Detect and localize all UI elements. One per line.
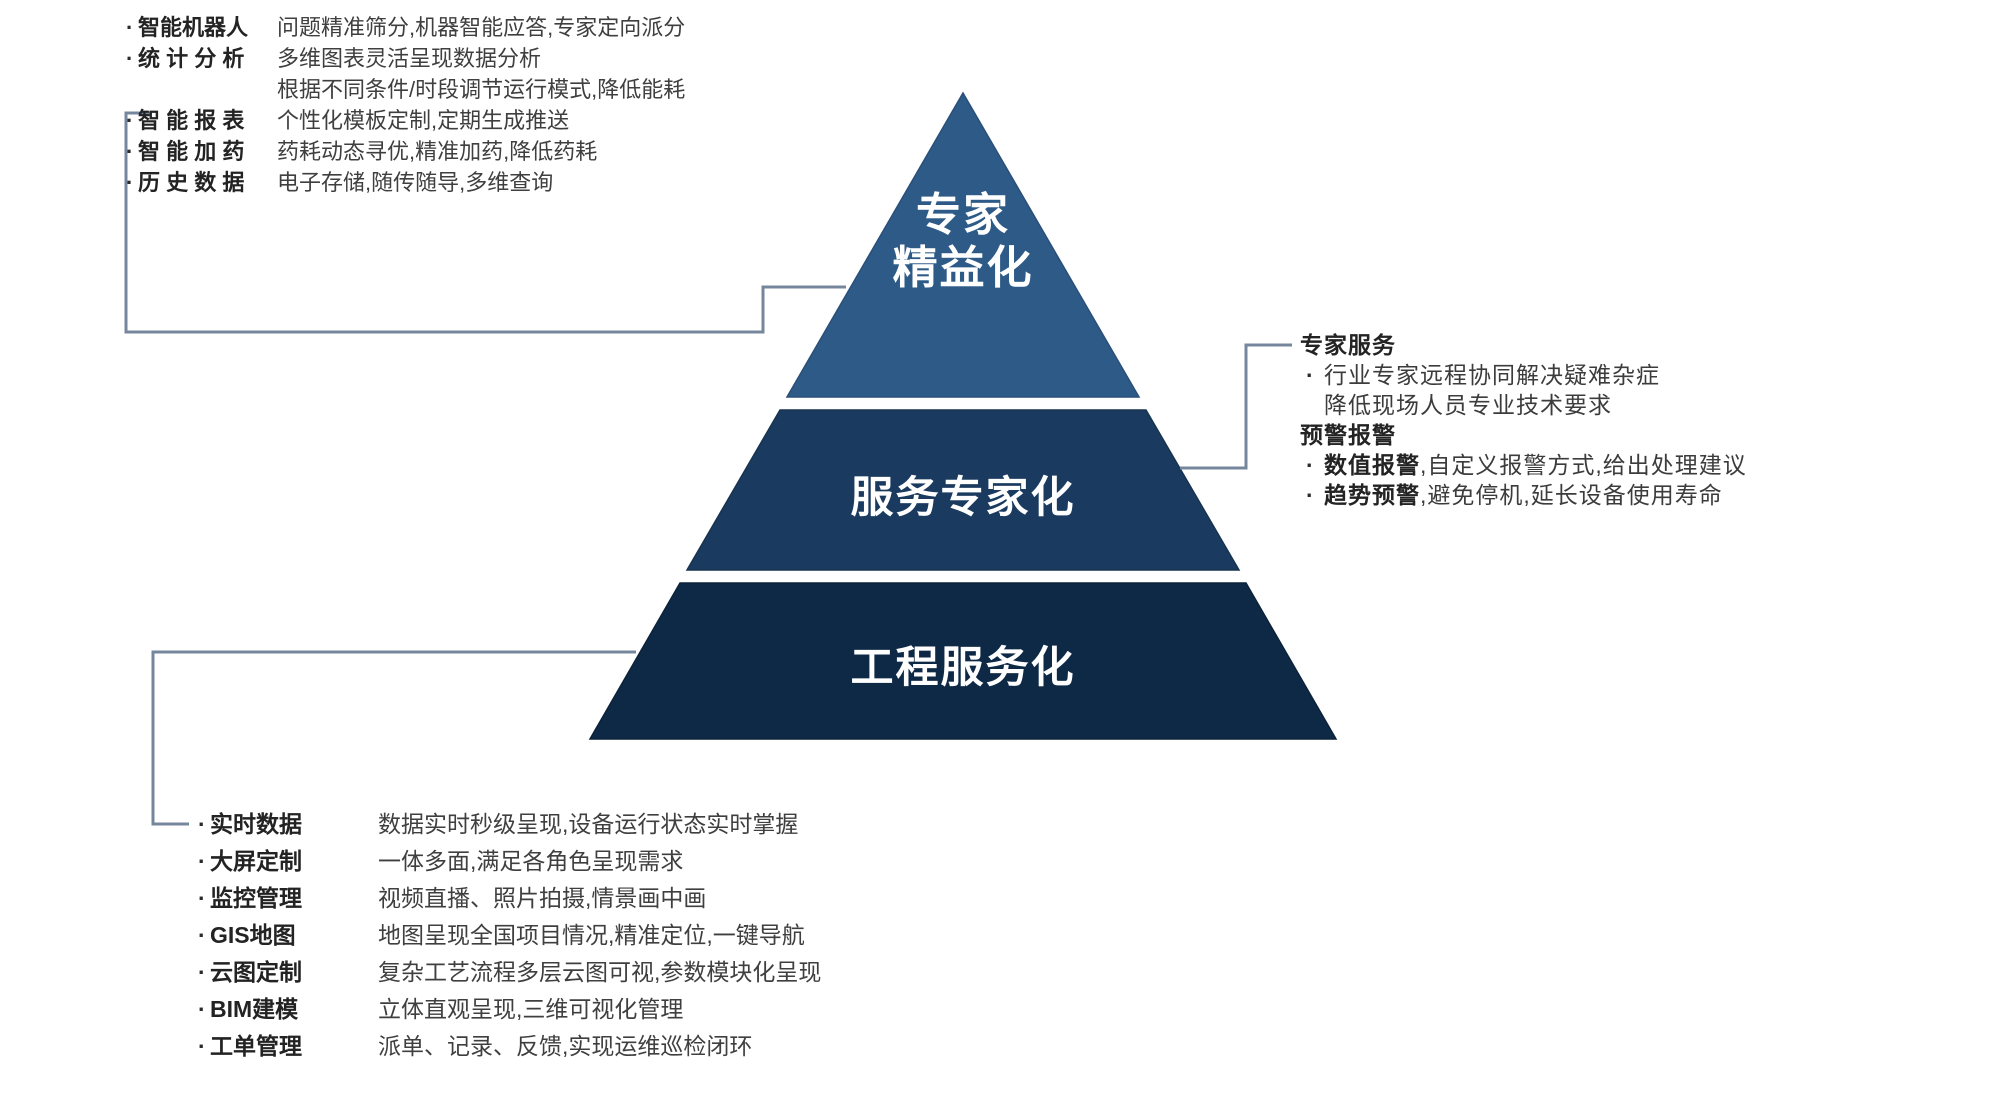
connector-top-left [124, 111, 846, 334]
list-item: · 智 能 加 药 药耗动态寻优,精准加药,降低药耗 [126, 136, 685, 167]
feature-label: 工单管理 [210, 1033, 302, 1059]
feature-label: 智能机器人 [138, 15, 249, 40]
feature-label: 实时数据 [210, 811, 302, 837]
bullet-icon: · [1306, 452, 1315, 478]
bullet-icon: · [198, 885, 206, 911]
list-item: · 历 史 数 据 电子存储,随传随导,多维查询 [126, 167, 685, 198]
bullet-icon: · [198, 959, 206, 985]
bullet-icon: · [198, 1033, 206, 1059]
feature-label: 云图定制 [210, 959, 302, 985]
bullet-icon: · [1306, 482, 1315, 508]
bullet-icon: · [198, 811, 206, 837]
feature-label: 大屏定制 [210, 848, 302, 874]
feature-desc: 根据不同条件/时段调节运行模式,降低能耗 [277, 77, 686, 102]
bottom-left-feature-list: · 实时数据 数据实时秒级呈现,设备运行状态实时掌握 · 大屏定制 一体多面,满… [198, 806, 821, 1065]
list-item: · 大屏定制 一体多面,满足各角色呈现需求 [198, 843, 821, 880]
feature-desc: 视频直播、照片拍摄,情景画中画 [378, 885, 707, 911]
pyramid-tier2-shape [685, 409, 1241, 571]
list-item: · 智能机器人 问题精准筛分,机器智能应答,专家定向派分 [126, 12, 685, 43]
bullet-icon: · [198, 848, 206, 874]
feature-label: 统 计 分 析 [138, 46, 245, 71]
feature-label: 智 能 报 表 [138, 108, 245, 133]
bullet-icon: · [126, 139, 134, 164]
pyramid-tier3-shape [588, 582, 1338, 740]
feature-desc: 数据实时秒级呈现,设备运行状态实时掌握 [378, 811, 799, 837]
tier3-label: 工程服务化 [850, 644, 1076, 692]
bullet-icon: · [126, 15, 134, 40]
list-item: · 数值报警,自定义报警方式,给出处理建议 [1300, 450, 1747, 480]
bullet-icon: · [126, 170, 134, 195]
feature-desc: 一体多面,满足各角色呈现需求 [378, 848, 684, 874]
feature-label: GIS地图 [210, 922, 296, 948]
feature-desc: 派单、记录、反馈,实现运维巡检闭环 [378, 1033, 753, 1059]
tier1-label: 专家 精益化 [763, 188, 1163, 294]
pyramid-tier1-shape [785, 91, 1141, 398]
list-item: · 行业专家远程协同解决疑难杂症 [1300, 360, 1747, 390]
feature-label: 监控管理 [210, 885, 302, 911]
right-annotation-panel: 专家服务 · 行业专家远程协同解决疑难杂症 降低现场人员专业技术要求 预警报警 ·… [1300, 330, 1747, 510]
top-left-feature-list: · 智能机器人 问题精准筛分,机器智能应答,专家定向派分 · 统 计 分 析 多… [126, 12, 685, 198]
feature-desc: 问题精准筛分,机器智能应答,专家定向派分 [277, 15, 686, 40]
bullet-icon: · [198, 996, 206, 1022]
annotation-keyword: 数值报警 [1324, 452, 1420, 478]
list-item: · 监控管理 视频直播、照片拍摄,情景画中画 [198, 880, 821, 917]
section-title: 预警报警 [1300, 422, 1396, 448]
annotation-text: ,自定义报警方式,给出处理建议 [1420, 452, 1747, 478]
bullet-icon: · [198, 922, 206, 948]
feature-desc: 立体直观呈现,三维可视化管理 [378, 996, 684, 1022]
list-item: · 实时数据 数据实时秒级呈现,设备运行状态实时掌握 [198, 806, 821, 843]
bullet-icon: · [126, 108, 134, 133]
tier1-label-line1: 专家 [915, 189, 1010, 240]
bullet-icon: · [1306, 362, 1315, 388]
feature-label: BIM建模 [210, 996, 299, 1022]
list-item: 降低现场人员专业技术要求 [1300, 390, 1747, 420]
section-title: 专家服务 [1300, 332, 1396, 358]
list-item: · BIM建模 立体直观呈现,三维可视化管理 [198, 991, 821, 1028]
feature-label: 智 能 加 药 [138, 139, 245, 164]
list-item: · 工单管理 派单、记录、反馈,实现运维巡检闭环 [198, 1028, 821, 1065]
list-item: · 智 能 报 表 个性化模板定制,定期生成推送 [126, 105, 685, 136]
feature-desc: 地图呈现全国项目情况,精准定位,一键导航 [378, 922, 805, 948]
bullet-icon: · [126, 46, 134, 71]
tier2-label: 服务专家化 [850, 474, 1076, 522]
annotation-text: 行业专家远程协同解决疑难杂症 [1324, 362, 1660, 388]
list-item: · GIS地图 地图呈现全国项目情况,精准定位,一键导航 [198, 917, 821, 954]
tier1-label-line2: 精益化 [892, 242, 1034, 293]
feature-label: 历 史 数 据 [138, 170, 245, 195]
connector-right [1180, 343, 1292, 470]
annotation-keyword: 趋势预警 [1324, 482, 1420, 508]
list-item: · 统 计 分 析 多维图表灵活呈现数据分析 [126, 43, 685, 74]
annotation-text: 降低现场人员专业技术要求 [1324, 392, 1612, 418]
feature-desc: 药耗动态寻优,精准加药,降低药耗 [277, 139, 598, 164]
feature-desc: 个性化模板定制,定期生成推送 [277, 108, 570, 133]
annotation-text: ,避免停机,延长设备使用寿命 [1420, 482, 1723, 508]
list-item: 根据不同条件/时段调节运行模式,降低能耗 [126, 74, 685, 105]
list-item: · 云图定制 复杂工艺流程多层云图可视,参数模块化呈现 [198, 954, 821, 991]
connector-bottom-left [151, 650, 636, 826]
feature-desc: 电子存储,随传随导,多维查询 [277, 170, 554, 195]
list-item: · 趋势预警,避免停机,延长设备使用寿命 [1300, 480, 1747, 510]
feature-desc: 多维图表灵活呈现数据分析 [277, 46, 542, 71]
feature-desc: 复杂工艺流程多层云图可视,参数模块化呈现 [378, 959, 822, 985]
